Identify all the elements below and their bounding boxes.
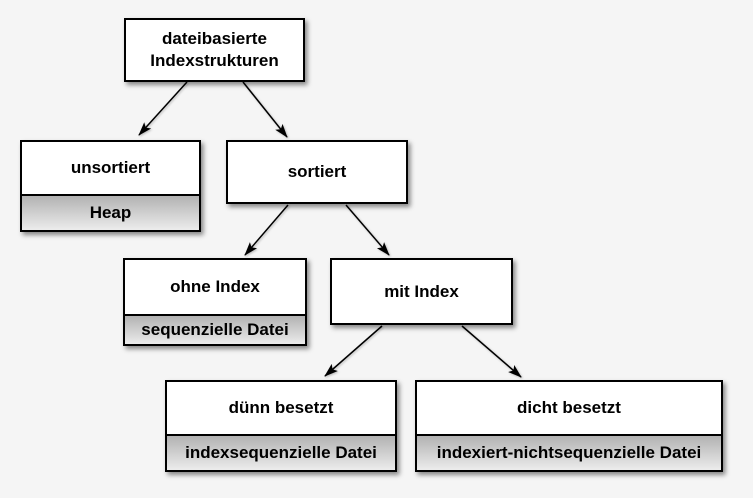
- node-ohne-index-sublabel: sequenzielle Datei: [125, 314, 305, 344]
- node-dicht-besetzt-sublabel: indexiert-nichtsequenzielle Datei: [417, 434, 721, 470]
- node-mit-index-label: mit Index: [332, 260, 511, 323]
- node-root: dateibasierte Indexstrukturen: [124, 18, 305, 82]
- node-mit-index: mit Index: [330, 258, 513, 325]
- node-sortiert-label: sortiert: [228, 142, 406, 202]
- node-dicht-besetzt: dicht besetzt indexiert-nichtsequenziell…: [415, 380, 723, 472]
- edge-root-unsortiert: [138, 81, 188, 136]
- node-sortiert: sortiert: [226, 140, 408, 204]
- edge-mit-index-duenn-besetzt: [324, 325, 383, 377]
- edge-mit-index-dicht-besetzt: [461, 325, 522, 378]
- node-root-label: dateibasierte Indexstrukturen: [126, 20, 303, 80]
- edge-sortiert-mit-index: [345, 204, 390, 256]
- node-duenn-besetzt-label: dünn besetzt: [167, 382, 395, 434]
- node-unsortiert-label: unsortiert: [22, 142, 199, 194]
- node-ohne-index-label: ohne Index: [125, 260, 305, 314]
- node-unsortiert: unsortiert Heap: [20, 140, 201, 232]
- node-duenn-besetzt: dünn besetzt indexsequenzielle Datei: [165, 380, 397, 472]
- node-unsortiert-sublabel: Heap: [22, 194, 199, 230]
- node-dicht-besetzt-label: dicht besetzt: [417, 382, 721, 434]
- node-duenn-besetzt-sublabel: indexsequenzielle Datei: [167, 434, 395, 470]
- edge-root-sortiert: [242, 81, 288, 138]
- node-ohne-index: ohne Index sequenzielle Datei: [123, 258, 307, 346]
- edge-sortiert-ohne-index: [244, 204, 289, 256]
